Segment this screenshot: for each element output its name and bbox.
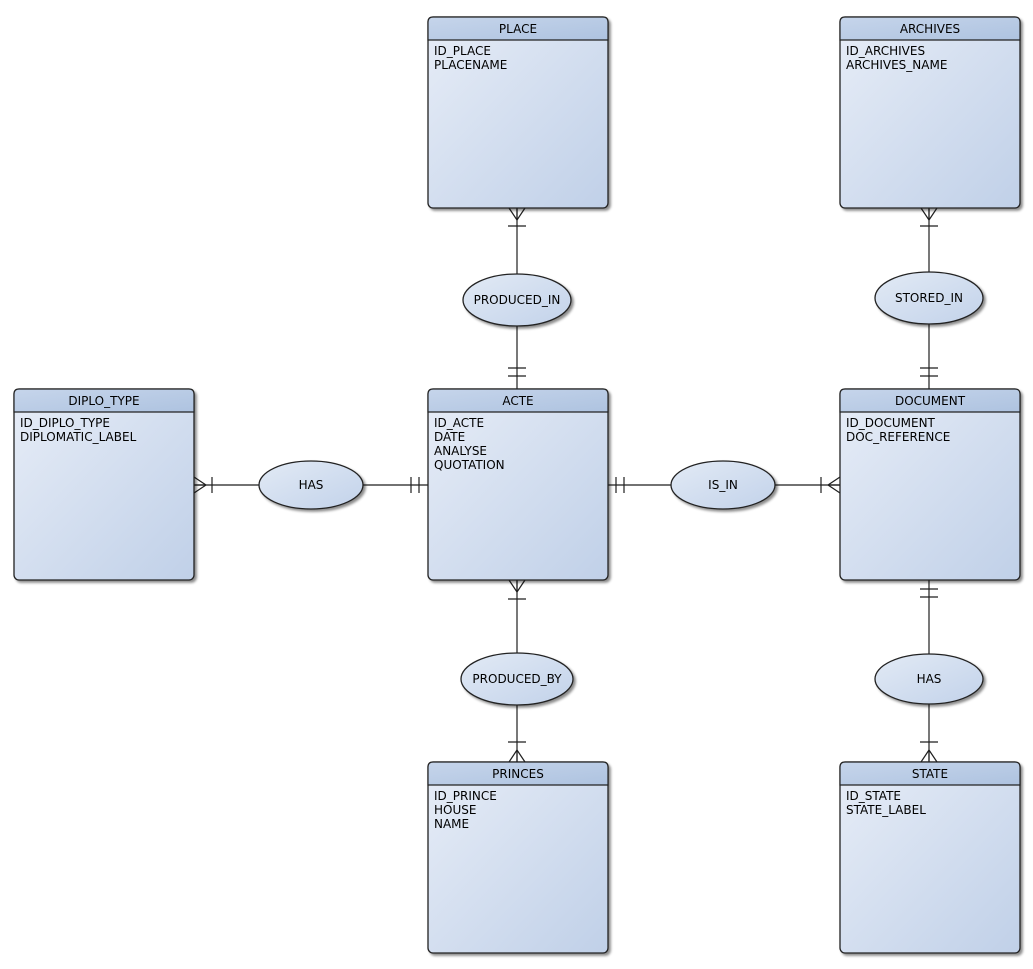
entity-attribute: ID_DIPLO_TYPE: [20, 416, 110, 430]
entity-acte[interactable]: ACTE ID_ACTE DATE ANALYSE QUOTATION: [427, 388, 609, 581]
entity-archives[interactable]: ARCHIVES ID_ARCHIVES ARCHIVES_NAME: [839, 16, 1021, 209]
cardinality-double-tick: [508, 367, 526, 377]
entity-title: DIPLO_TYPE: [68, 394, 139, 408]
entity-attribute: PLACENAME: [434, 58, 507, 72]
crow-foot-icon: [920, 749, 938, 763]
entity-title: STATE: [912, 767, 948, 781]
relationship-label: PRODUCED_BY: [472, 672, 562, 686]
entity-attribute: ARCHIVES_NAME: [846, 58, 947, 72]
cardinality-double-tick: [920, 367, 938, 377]
relationship-has-state[interactable]: HAS: [874, 580, 984, 763]
entity-attribute: ANALYSE: [434, 444, 487, 458]
crow-foot-icon: [508, 579, 526, 593]
relationship-label: STORED_IN: [895, 291, 963, 305]
crow-foot-icon: [508, 207, 526, 221]
relationship-ellipse[interactable]: [874, 271, 984, 325]
entity-attribute: ID_PLACE: [434, 44, 491, 58]
cardinality-double-tick: [615, 477, 625, 493]
entity-header: [13, 388, 195, 413]
entity-header: [427, 761, 609, 786]
entity-diplo-type[interactable]: DIPLO_TYPE ID_DIPLO_TYPE DIPLOMATIC_LABE…: [13, 388, 195, 581]
entity-header: [839, 388, 1021, 413]
relationship-ellipse[interactable]: [258, 460, 364, 510]
relationship-produced-in[interactable]: PRODUCED_IN: [462, 207, 572, 389]
entity-title: ARCHIVES: [900, 22, 960, 36]
crow-foot-icon: [920, 207, 938, 221]
entity-title: PLACE: [499, 22, 537, 36]
crow-foot-icon: [827, 476, 841, 494]
entity-title: ACTE: [502, 394, 533, 408]
entity-header: [427, 16, 609, 41]
relationship-label: PRODUCED_IN: [474, 293, 561, 307]
entity-attribute: ID_STATE: [846, 789, 901, 803]
entity-attribute: STATE_LABEL: [846, 803, 926, 817]
cardinality-double-tick: [920, 588, 938, 598]
entity-state[interactable]: STATE ID_STATE STATE_LABEL: [839, 761, 1021, 954]
entity-attribute: DATE: [434, 430, 465, 444]
crow-foot-icon: [508, 749, 526, 763]
entity-attribute: NAME: [434, 817, 469, 831]
entity-document[interactable]: DOCUMENT ID_DOCUMENT DOC_REFERENCE: [839, 388, 1021, 581]
relationship-label: HAS: [917, 672, 942, 686]
relationship-ellipse[interactable]: [874, 653, 984, 705]
entity-header: [839, 16, 1021, 41]
entity-attribute: ID_ACTE: [434, 416, 484, 430]
relationship-label: IS_IN: [708, 478, 738, 492]
relationship-ellipse[interactable]: [462, 273, 572, 327]
relationship-has-diplo[interactable]: HAS: [193, 460, 428, 510]
entity-title: DOCUMENT: [895, 394, 966, 408]
entity-attribute: DIPLOMATIC_LABEL: [20, 430, 137, 444]
entity-attribute: HOUSE: [434, 803, 476, 817]
crow-foot-icon: [193, 476, 207, 494]
relationship-produced-by[interactable]: PRODUCED_BY: [460, 579, 574, 763]
entity-header: [427, 388, 609, 413]
relationship-ellipse[interactable]: [670, 460, 776, 510]
entity-attribute: QUOTATION: [434, 458, 505, 472]
entity-attribute: ID_ARCHIVES: [846, 44, 925, 58]
relationship-label: HAS: [299, 478, 324, 492]
relationship-ellipse[interactable]: [460, 652, 574, 706]
entity-attribute: ID_DOCUMENT: [846, 416, 936, 430]
entity-princes[interactable]: PRINCES ID_PRINCE HOUSE NAME: [427, 761, 609, 954]
relationship-stored-in[interactable]: STORED_IN: [874, 207, 984, 389]
entity-header: [839, 761, 1021, 786]
entity-attribute: DOC_REFERENCE: [846, 430, 950, 444]
cardinality-double-tick: [410, 477, 420, 493]
entity-attribute: ID_PRINCE: [434, 789, 497, 803]
entity-place[interactable]: PLACE ID_PLACE PLACENAME: [427, 16, 609, 209]
entity-title: PRINCES: [492, 767, 544, 781]
relationship-is-in[interactable]: IS_IN: [608, 460, 841, 510]
